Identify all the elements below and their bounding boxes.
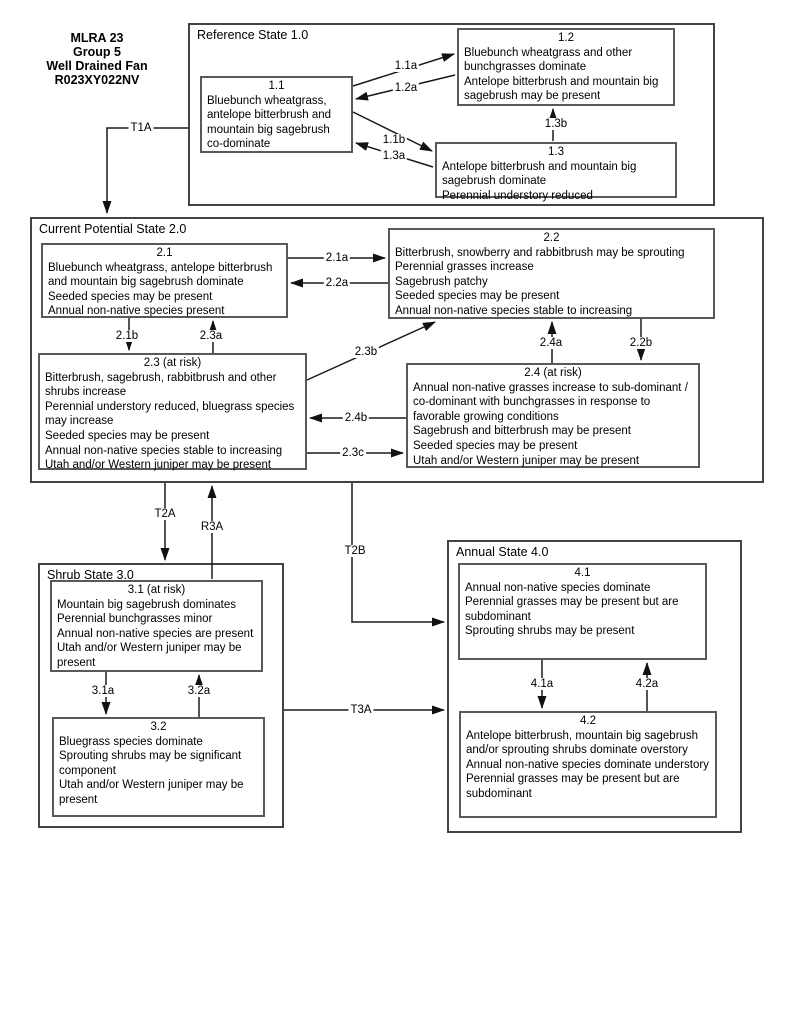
header-site-id: R023XY022NV	[54, 73, 140, 87]
diagram-header: MLRA 23 Group 5 Well Drained Fan R023XY0…	[22, 31, 172, 87]
pathway-label-2-2a: 2.2a	[323, 277, 351, 289]
community-box-line: Sprouting shrubs may be significant comp…	[59, 750, 242, 777]
community-box-line: Annual non-native species stable to incr…	[45, 444, 283, 457]
pathway-label-2-4a: 2.4a	[537, 337, 565, 349]
pathway-label-2-2b: 2.2b	[627, 337, 655, 349]
community-box-line: Seeded species may be present	[413, 439, 578, 452]
pathway-label-2-3b: 2.3b	[352, 346, 380, 358]
pathway-label-1-2a: 1.2a	[392, 82, 420, 94]
pathway-label-1-3b: 1.3b	[542, 118, 570, 130]
community-box-line: Antelope bitterbrush and mountain big sa…	[464, 75, 659, 103]
state-label: Annual State 4.0	[456, 545, 549, 559]
community-box-title: 2.1	[156, 247, 173, 259]
community-box-line: Perennial grasses may be present but are…	[466, 773, 680, 800]
community-box-line: Antelope bitterbrush, mountain big sageb…	[466, 729, 699, 757]
pathway-label-4-2a: 4.2a	[633, 678, 661, 690]
community-box-line: Bluebunch wheatgrass and other bunchgras…	[464, 46, 633, 74]
state-label: Reference State 1.0	[197, 28, 309, 42]
community-box-line: Utah and/or Western juniper may be prese…	[59, 779, 244, 806]
community-box-line: Bluebunch wheatgrass, antelope bitterbru…	[48, 261, 273, 289]
header-mlra: MLRA 23	[70, 31, 124, 45]
community-box-title: 1.3	[548, 146, 564, 158]
community-box-1-3: 1.3 Antelope bitterbrush and mountain bi…	[435, 142, 677, 202]
community-box-line: Seeded species may be present	[48, 290, 213, 303]
transition-label-r3a: R3A	[198, 521, 226, 533]
community-box-title: 4.1	[574, 567, 591, 579]
transition-label-t2b: T2B	[342, 545, 368, 557]
community-box-line: Sagebrush patchy	[395, 275, 488, 288]
pathway-label-2-1b: 2.1b	[113, 330, 141, 342]
community-box-2-1: 2.1 Bluebunch wheatgrass, antelope bitte…	[41, 243, 288, 318]
pathway-label-1-1a: 1.1a	[392, 60, 420, 72]
community-box-line: Seeded species may be present	[395, 290, 560, 303]
header-group: Group 5	[73, 45, 121, 59]
pathway-label-2-1a: 2.1a	[323, 252, 351, 264]
community-box-line: Annual non-native species dominate under…	[466, 758, 709, 771]
pathway-label-2-3a: 2.3a	[197, 330, 225, 342]
community-box-title: 3.1 (at risk)	[127, 584, 186, 596]
community-box-line: Sagebrush and bitterbrush may be present	[413, 425, 631, 438]
community-box-title: 2.3 (at risk)	[143, 357, 202, 369]
community-box-2-3: 2.3 (at risk) Bitterbrush, sagebrush, ra…	[38, 353, 307, 472]
community-box-line: Bluegrass species dominate	[59, 735, 203, 748]
transition-label-t2a: T2A	[152, 508, 178, 520]
community-box-line: Perennial grasses increase	[395, 261, 534, 274]
pathway-label-4-1a: 4.1a	[528, 678, 556, 690]
community-box-line: Antelope bitterbrush and mountain big sa…	[442, 160, 637, 188]
community-box-2-2: 2.2 Bitterbrush, snowberry and rabbitbru…	[388, 228, 715, 319]
community-box-3-1: 3.1 (at risk) Mountain big sagebrush dom…	[50, 580, 263, 672]
community-box-title: 2.4 (at risk)	[524, 367, 582, 379]
community-box-title: 3.2	[150, 721, 167, 733]
community-box-line: Annual non-native species dominate	[465, 581, 651, 594]
community-box-1-1: 1.1 Bluebunch wheatgrass, antelope bitte…	[200, 76, 353, 153]
community-box-line: Annual non-native species stable to incr…	[395, 304, 633, 317]
community-box-line: Annual non-native grasses increase to su…	[413, 381, 688, 423]
community-box-4-1: 4.1 Annual non-native species dominate P…	[458, 563, 707, 660]
transition-label-t3a: T3A	[348, 704, 374, 716]
community-box-line: Perennial grasses may be present but are…	[465, 596, 679, 623]
community-box-title: 1.2	[558, 32, 574, 44]
community-box-line: Mountain big sagebrush dominates	[57, 598, 237, 611]
community-box-3-2: 3.2 Bluegrass species dominate Sprouting…	[52, 717, 265, 817]
arrow-t1a	[102, 127, 188, 214]
community-box-line: Annual non-native species present	[48, 305, 225, 318]
community-box-title: 4.2	[580, 715, 596, 727]
community-box-line: Perennial understory reduced, bluegrass …	[45, 400, 295, 428]
community-box-line: Perennial bunchgrasses minor	[57, 613, 213, 626]
community-box-line: Seeded species may be present	[45, 429, 210, 442]
community-box-4-2: 4.2 Antelope bitterbrush, mountain big s…	[459, 711, 717, 818]
transition-label-t1a: T1A	[128, 122, 154, 134]
community-box-line: Bitterbrush, snowberry and rabbitbrush m…	[395, 246, 685, 259]
community-box-line: Bitterbrush, sagebrush, rabbitbrush and …	[45, 371, 277, 399]
community-box-line: Sprouting shrubs may be present	[465, 625, 635, 638]
community-box-title: 1.1	[268, 80, 285, 92]
community-box-line: Utah and/or Western juniper may be prese…	[45, 459, 272, 472]
pathway-label-3-1a: 3.1a	[89, 685, 117, 697]
state-label: Shrub State 3.0	[47, 568, 134, 582]
community-box-line: Perennial understory reduced	[442, 189, 593, 202]
pathway-label-1-1b: 1.1b	[380, 134, 408, 146]
state-label: Current Potential State 2.0	[39, 222, 187, 236]
community-box-line: Utah and/or Western juniper may be prese…	[57, 642, 242, 669]
pathway-label-3-2a: 3.2a	[185, 685, 213, 697]
community-box-line: Annual non-native species are present	[57, 627, 254, 640]
pathway-label-2-3c: 2.3c	[340, 447, 366, 459]
community-box-line: Utah and/or Western juniper may be prese…	[413, 454, 640, 467]
header-site-name: Well Drained Fan	[46, 59, 148, 73]
community-box-2-4: 2.4 (at risk) Annual non-native grasses …	[406, 363, 700, 468]
pathway-label-1-3a: 1.3a	[380, 150, 408, 162]
community-box-line: Bluebunch wheatgrass, antelope bitterbru…	[207, 94, 332, 151]
pathway-label-2-4b: 2.4b	[342, 412, 370, 424]
community-box-1-2: 1.2 Bluebunch wheatgrass and other bunch…	[457, 28, 675, 106]
community-box-title: 2.2	[543, 232, 560, 244]
